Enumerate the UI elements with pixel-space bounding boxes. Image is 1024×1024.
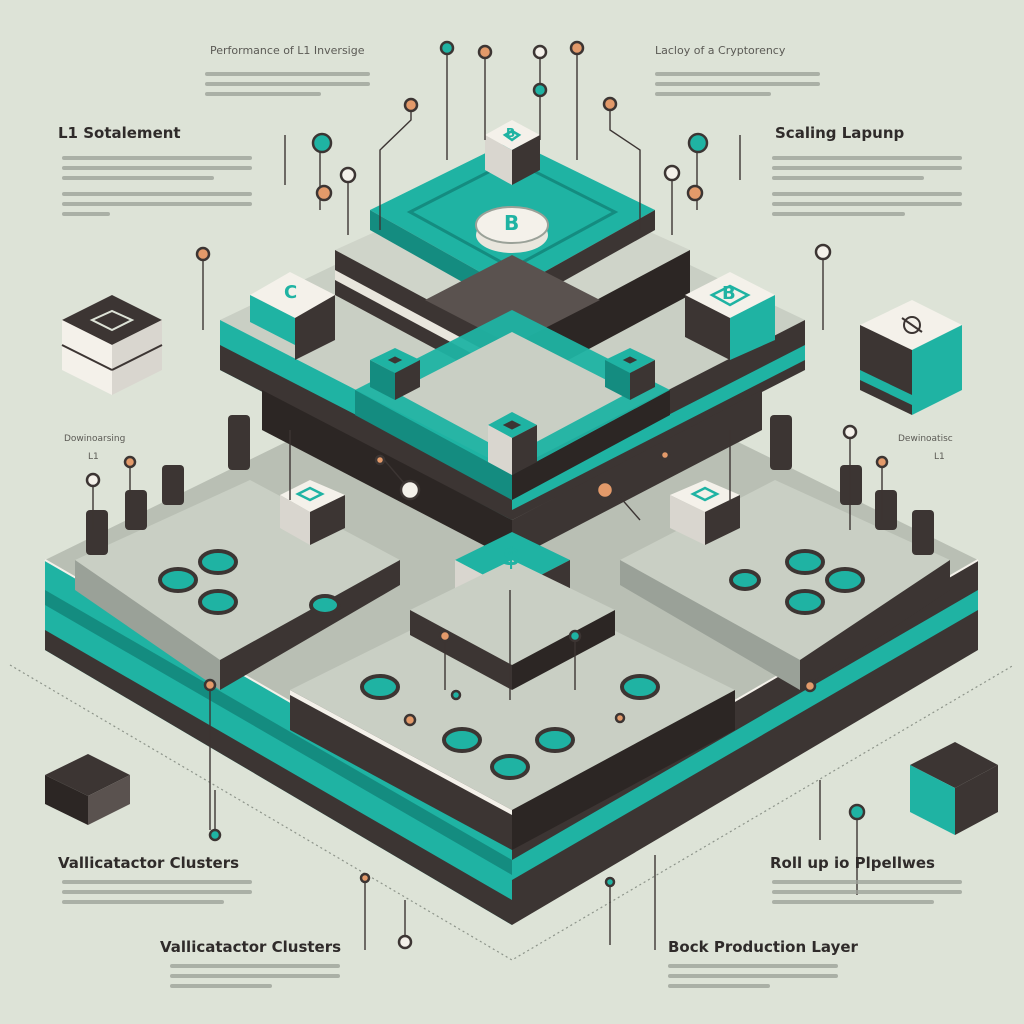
paragraph-left-lower	[62, 880, 252, 910]
top-coin-icon: B	[504, 211, 520, 235]
paragraph-bottom-right	[668, 964, 838, 994]
connector-lines	[92, 48, 883, 950]
glyph-side-right	[901, 316, 923, 334]
cube-right	[685, 272, 775, 360]
nodes	[85, 40, 889, 950]
paragraph-right-upper	[772, 156, 962, 222]
label-left-upper: L1 Sotalement	[58, 124, 181, 142]
chip-glyphs	[295, 129, 751, 502]
label-right-lower-1: Roll up io Plpellwes	[770, 854, 935, 872]
label-right-mid-1: Dewinoatisc	[898, 434, 953, 444]
paragraph-bottom-left	[170, 964, 340, 994]
cylinder-stacks	[86, 415, 934, 555]
cube-front-right	[670, 480, 740, 545]
ground-outline	[9, 664, 1015, 961]
label-left-mid-2: L1	[88, 452, 99, 462]
label-left-mid-1: Dowinoarsing	[64, 434, 126, 444]
top-coin	[475, 206, 549, 253]
cube-mid-right	[605, 348, 655, 400]
side-box-lower-right	[910, 742, 998, 835]
cube-top	[485, 120, 540, 185]
paragraph-top-right	[655, 72, 820, 102]
label-left-lower-2: Vallicatactor Clusters	[160, 938, 342, 956]
core-block	[355, 255, 670, 500]
label-right-upper: Scaling Lapunp	[775, 124, 905, 142]
cube-mid-left	[370, 348, 420, 400]
side-box-left	[61, 295, 163, 395]
cube-left	[250, 272, 335, 360]
cube-front-left	[280, 480, 345, 545]
coin-grid	[158, 549, 865, 780]
top-chip-icon: B	[506, 126, 516, 140]
center-front-slab	[290, 580, 735, 850]
center-chip-icon: $	[502, 542, 521, 572]
paragraph-left-upper	[62, 156, 252, 222]
label-left-lower-1: Vallicatactor Clusters	[58, 854, 240, 872]
left-chip-icon: C	[284, 282, 298, 303]
label-top-left: Performance of L1 Inversige	[210, 44, 365, 57]
paragraph-top-left	[205, 72, 370, 102]
label-right-lower-2: Bock Production Layer	[668, 938, 858, 956]
label-right-mid-2: L1	[934, 452, 945, 462]
side-box-lower-left	[45, 754, 130, 825]
paragraph-right-lower	[772, 880, 962, 910]
cube-center-front	[410, 532, 615, 690]
glyph-side-left	[89, 309, 135, 332]
label-top-right: Lacloy of a Cryptorency	[655, 44, 786, 57]
right-chip-icon: B	[722, 283, 736, 304]
